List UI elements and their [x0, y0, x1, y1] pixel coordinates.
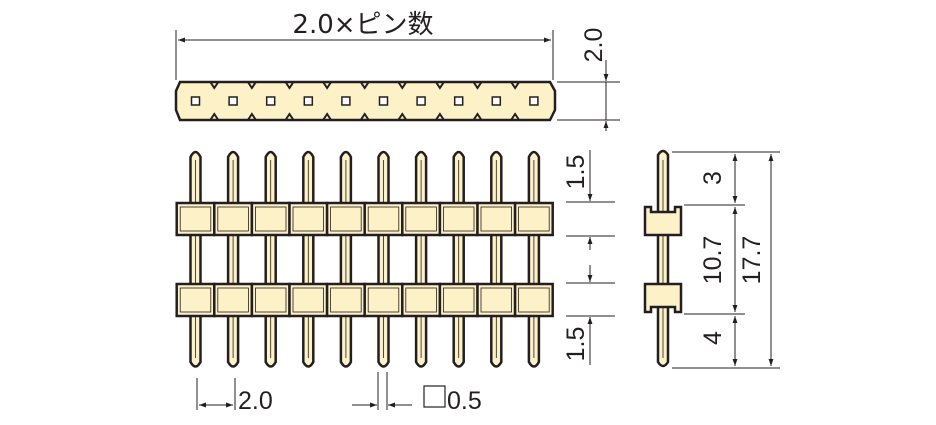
housing-cell — [250, 282, 291, 318]
width-dimension: 2.0×ピン数 — [175, 10, 554, 80]
top-view-notches — [209, 81, 520, 121]
pin-square — [265, 96, 276, 106]
pitch-dimension: 2.0 — [196, 378, 273, 415]
housing-cell-inner — [367, 206, 400, 232]
housing-cell — [513, 201, 554, 237]
top-notch — [284, 112, 295, 121]
pin-square — [416, 96, 426, 106]
housing-cell-inner — [179, 287, 212, 313]
top-notch — [472, 81, 483, 90]
top-view-pin-squares — [190, 96, 539, 106]
top-notch — [322, 112, 332, 121]
width-formula-label: 2.0×ピン数 — [292, 10, 433, 40]
pitch-label: 2.0 — [238, 387, 273, 415]
housing-cell — [401, 201, 442, 237]
front-view-lower-housing — [175, 282, 554, 318]
housing-cell — [288, 201, 329, 237]
housing-cell — [438, 282, 479, 318]
top-notch — [359, 81, 370, 90]
top-notch — [209, 81, 220, 90]
housing-cell — [325, 282, 366, 318]
top-notch — [472, 112, 483, 121]
pin-square — [228, 96, 238, 106]
pin-square — [453, 96, 464, 106]
housing-cell — [401, 282, 442, 318]
housing-cell-inner — [254, 287, 287, 313]
front-view — [175, 150, 554, 368]
top-notch — [510, 112, 520, 121]
housing-cell-inner — [442, 287, 475, 313]
top-height-dimension: 2.0 — [557, 28, 620, 131]
pin-square — [378, 96, 389, 106]
side-dimensions: 3 10.7 4 17.7 — [672, 151, 780, 369]
top-notch — [247, 81, 257, 90]
housing-cell-inner — [480, 287, 513, 313]
housing-cell-inner — [518, 287, 550, 313]
pin-square — [190, 96, 201, 106]
housing-cell-inner — [405, 287, 437, 313]
housing-cell — [513, 282, 554, 318]
side-middle-label: 10.7 — [699, 236, 727, 285]
housing-cell — [288, 282, 329, 318]
top-view-housing — [174, 80, 557, 122]
top-height-label: 2.0 — [580, 28, 608, 63]
side-bottom-label: 4 — [699, 331, 727, 345]
pin-square — [491, 96, 502, 106]
pin-square — [303, 96, 314, 106]
housing-cell-inner — [217, 206, 249, 232]
housing-cell — [213, 282, 254, 318]
housing-cell — [476, 201, 517, 237]
housing-cell-inner — [179, 206, 212, 232]
lower-extension-label: 1.5 — [562, 327, 590, 362]
housing-cell — [438, 201, 479, 237]
housing-cell-inner — [518, 206, 550, 232]
housing-cell-inner — [330, 206, 362, 232]
square-symbol-icon — [423, 385, 446, 408]
top-notch — [209, 112, 220, 121]
top-notch — [247, 112, 257, 121]
housing-cell-inner — [480, 206, 513, 232]
housing-cell-inner — [254, 206, 287, 232]
housing-cell — [363, 282, 404, 318]
pin-square-label: 0.5 — [447, 387, 482, 415]
housing-cell-inner — [292, 287, 325, 313]
pin-square-dimension: 0.5 — [352, 372, 482, 415]
housing-cell — [175, 282, 216, 318]
front-view-upper-housing — [175, 201, 554, 237]
front-view-pins — [189, 150, 541, 368]
top-notch — [397, 81, 408, 90]
front-extension-dimensions: 1.5 1.5 — [562, 150, 615, 365]
pin-square — [529, 96, 539, 106]
top-notch — [359, 112, 370, 121]
housing-cell-inner — [405, 206, 437, 232]
housing-cell — [325, 201, 366, 237]
side-total-label: 17.7 — [738, 236, 766, 285]
top-view — [174, 80, 557, 122]
top-notch — [435, 112, 445, 121]
pin-square — [341, 96, 351, 106]
top-notch — [510, 81, 520, 90]
housing-cell — [476, 282, 517, 318]
side-view-lower-housing — [643, 282, 683, 314]
housing-cell — [213, 201, 254, 237]
side-view-upper-housing — [643, 205, 683, 237]
top-notch — [435, 81, 445, 90]
upper-extension-label: 1.5 — [562, 155, 590, 190]
housing-cell — [363, 201, 404, 237]
housing-cell-inner — [292, 206, 325, 232]
housing-cell-inner — [217, 287, 249, 313]
housing-cell-inner — [330, 287, 362, 313]
top-notch — [284, 81, 295, 90]
top-notch — [397, 112, 408, 121]
side-top-label: 3 — [699, 171, 727, 185]
housing-cell-inner — [367, 287, 400, 313]
housing-cell-inner — [442, 206, 475, 232]
top-notch — [322, 81, 332, 90]
side-view — [643, 149, 683, 368]
housing-cell — [250, 201, 291, 237]
housing-cell — [175, 201, 216, 237]
